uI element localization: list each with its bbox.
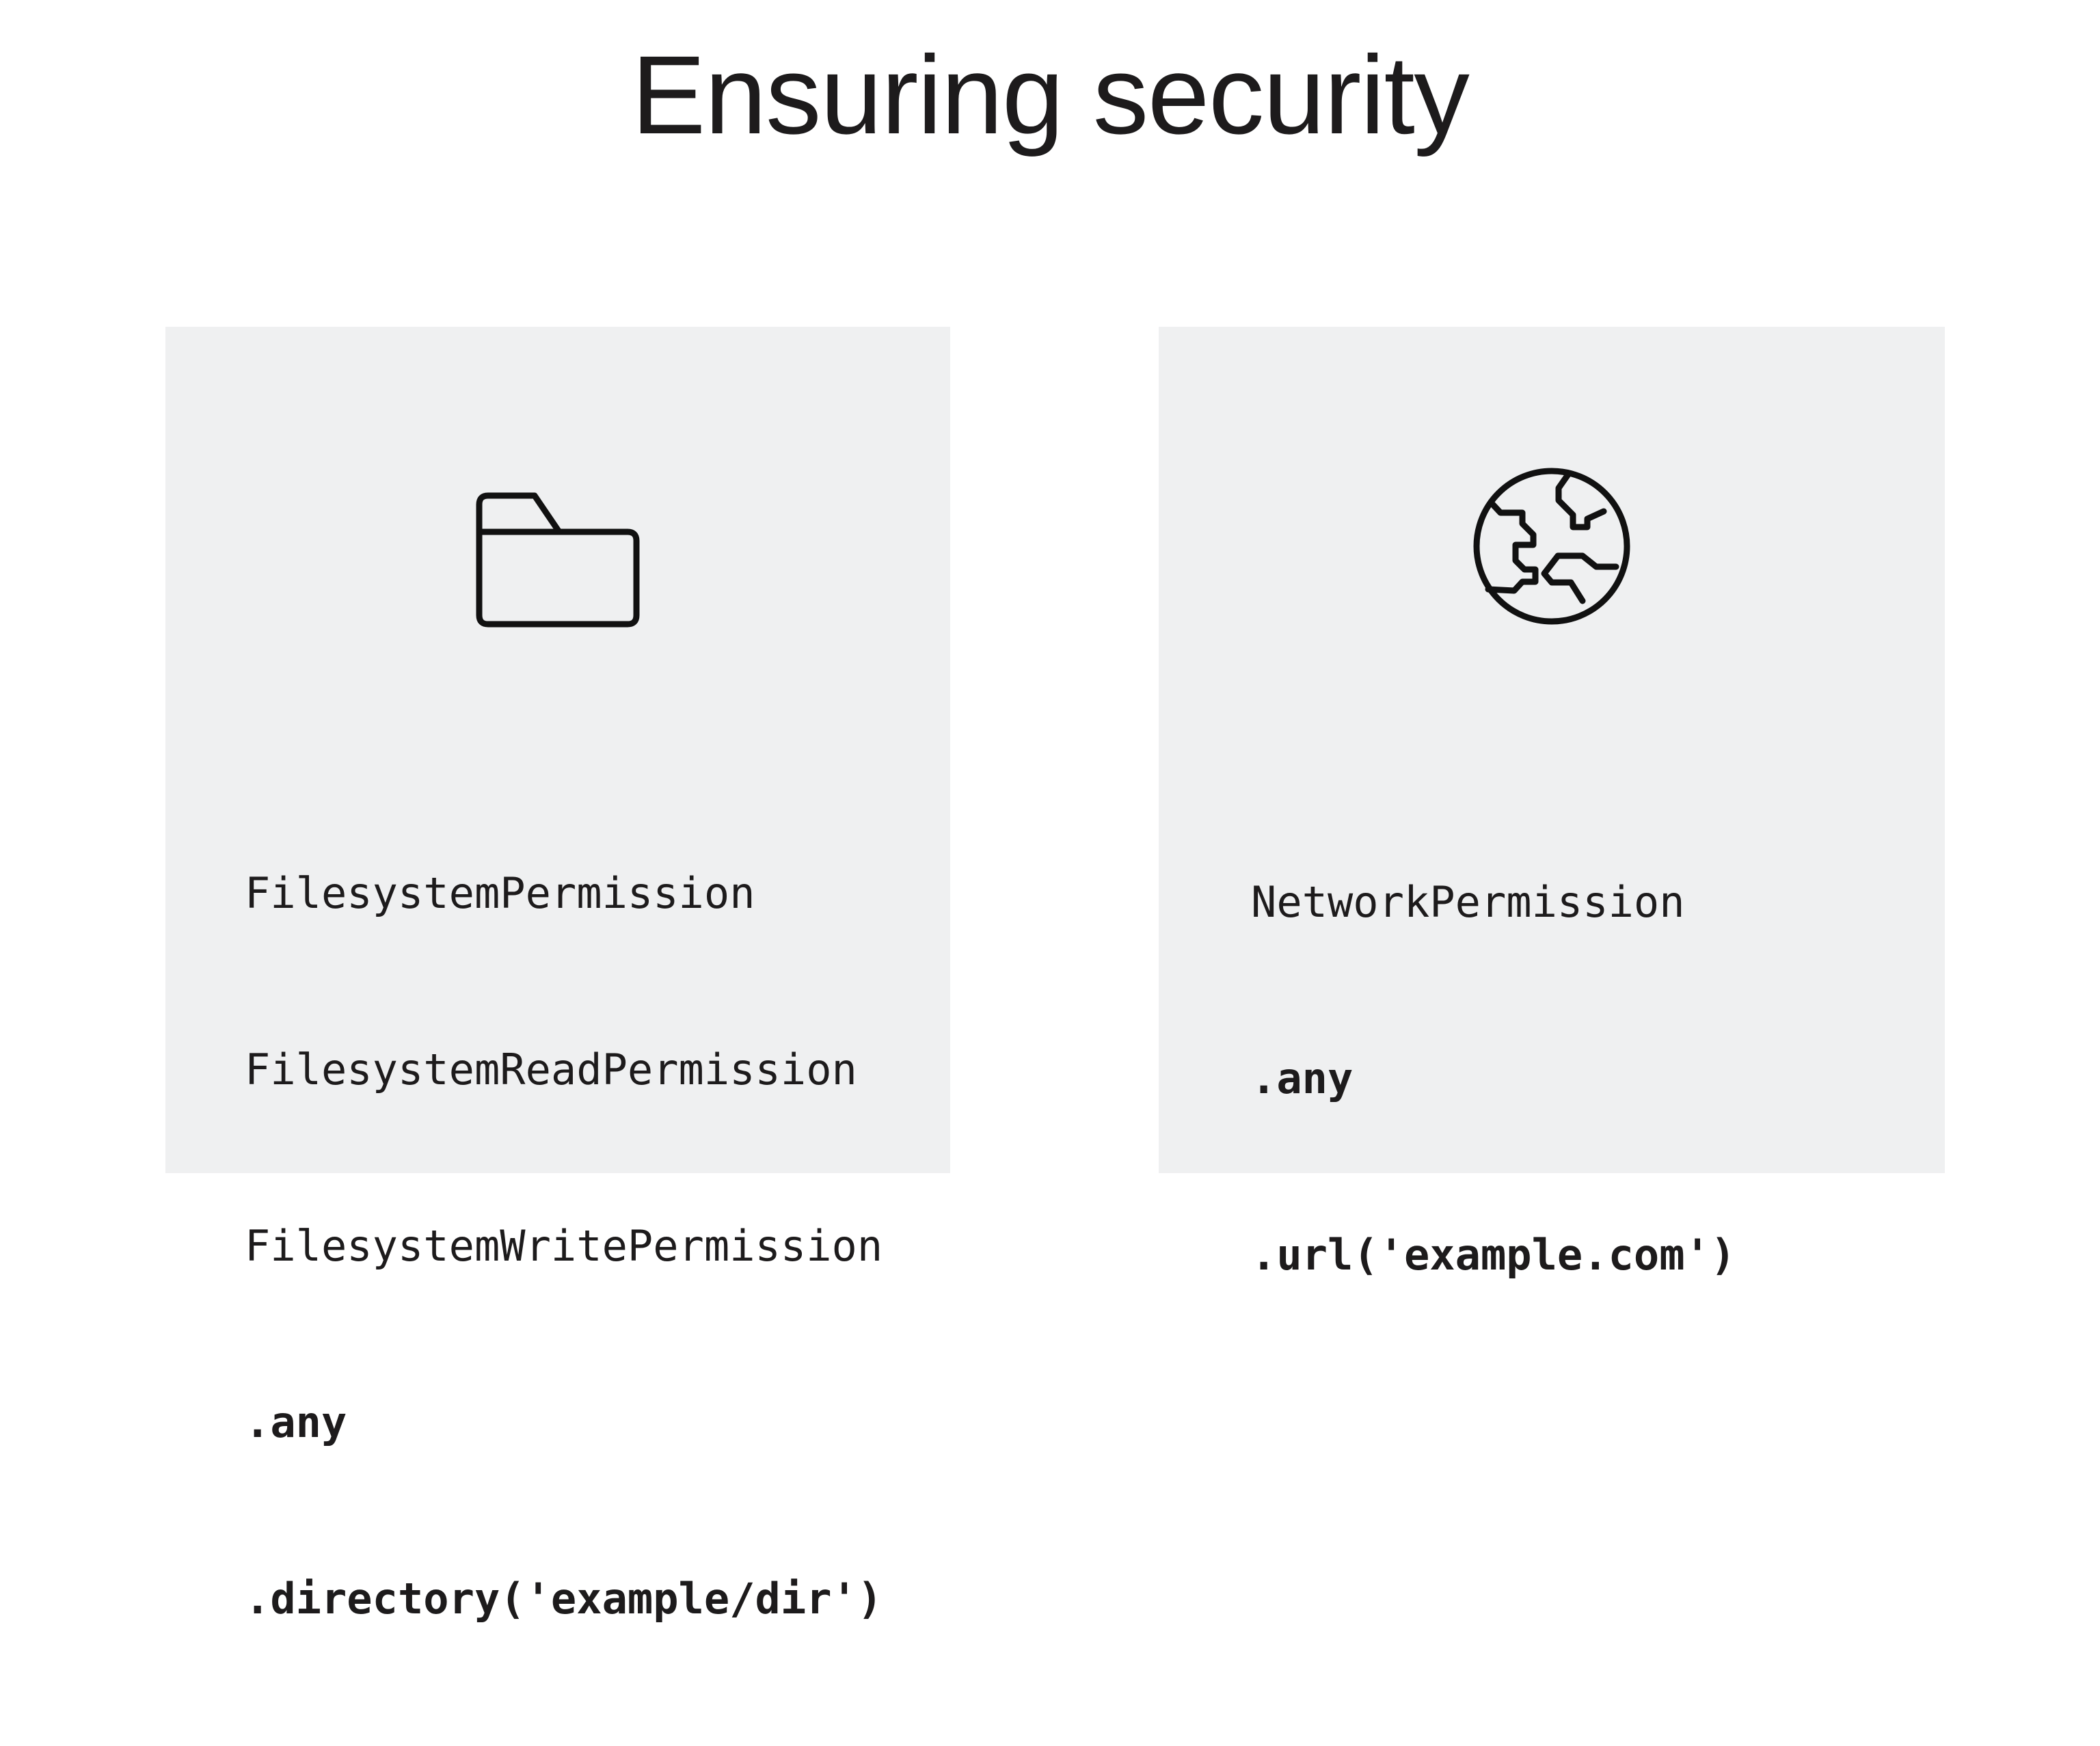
filesystem-code-block: FilesystemPermission FilesystemReadPermi… xyxy=(245,747,883,1746)
code-line: .any xyxy=(1251,1053,1354,1103)
code-line: NetworkPermission xyxy=(1251,877,1685,927)
code-line: .directory('example/dir') xyxy=(245,1574,883,1624)
code-line: .url('example.com') xyxy=(1251,1230,1736,1280)
card-filesystem-permission: FilesystemPermission FilesystemReadPermi… xyxy=(165,327,950,1624)
code-line: FilesystemReadPermission xyxy=(245,1045,857,1094)
folder-icon xyxy=(476,492,640,628)
card-network-permission: NetworkPermission .any .url('example.com… xyxy=(1159,327,1945,1280)
slide-root: Ensuring security FilesystemPermission F… xyxy=(165,32,1945,1624)
code-line: FilesystemWritePermission xyxy=(245,1221,883,1271)
globe-icon xyxy=(1473,468,1630,625)
globe-icon-container xyxy=(1159,327,1945,625)
code-line: .any xyxy=(245,1397,347,1447)
page-title: Ensuring security xyxy=(631,32,1470,157)
network-code-block: NetworkPermission .any .url('example.com… xyxy=(1251,755,1736,1402)
code-line: FilesystemPermission xyxy=(245,868,755,918)
folder-icon-container xyxy=(165,327,950,628)
